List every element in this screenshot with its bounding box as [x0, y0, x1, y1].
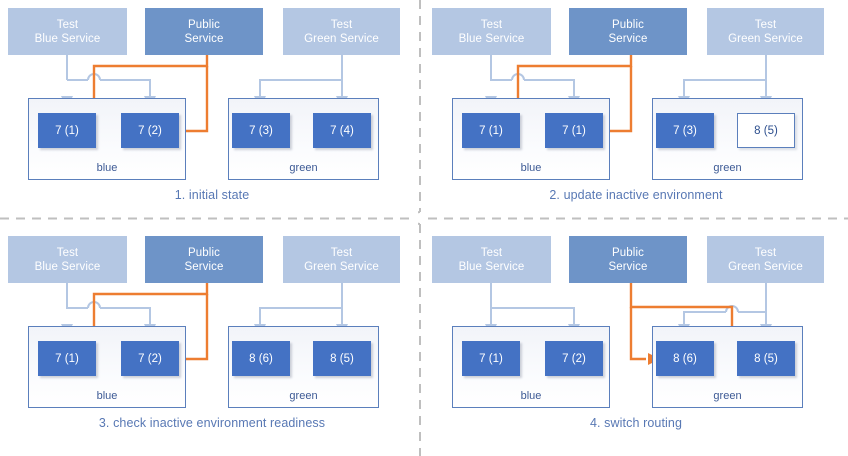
instance-blue-2[interactable]: 7 (2) — [121, 341, 179, 376]
service-test-blue[interactable]: Test Blue Service — [432, 8, 551, 55]
instance-blue-1[interactable]: 7 (1) — [38, 113, 96, 148]
service-test-green[interactable]: Test Green Service — [283, 8, 400, 55]
service-public-line1: Public — [612, 18, 644, 31]
instance-blue-1[interactable]: 7 (1) — [462, 113, 520, 148]
panel-1-initial-state: Test Blue Service Public Service Test Gr… — [0, 0, 424, 228]
service-test-green[interactable]: Test Green Service — [283, 236, 400, 283]
instance-blue-1[interactable]: 7 (1) — [38, 341, 96, 376]
service-test-blue-line1: Test — [56, 246, 79, 259]
service-public[interactable]: Public Service — [569, 8, 687, 55]
service-test-blue-line1: Test — [480, 246, 503, 259]
service-public-line1: Public — [188, 246, 220, 259]
service-test-blue[interactable]: Test Blue Service — [432, 236, 551, 283]
environment-green-label: green — [713, 162, 742, 174]
instance-blue-2[interactable]: 7 (2) — [121, 113, 179, 148]
service-test-blue-line1: Test — [480, 18, 503, 31]
vertical-divider — [418, 0, 421, 456]
instance-green-2[interactable]: 8 (5) — [737, 341, 795, 376]
instance-green-1[interactable]: 8 (6) — [232, 341, 290, 376]
instance-blue-2[interactable]: 7 (1) — [545, 113, 603, 148]
instance-green-2[interactable]: 8 (5) — [313, 341, 371, 376]
service-public[interactable]: Public Service — [569, 236, 687, 283]
service-public[interactable]: Public Service — [145, 8, 263, 55]
service-test-blue-line2: Blue Service — [34, 32, 101, 45]
environment-green-label: green — [713, 390, 742, 402]
service-test-green-line2: Green Service — [728, 32, 803, 45]
service-test-green-line1: Test — [330, 246, 353, 259]
panel-2-caption: 2. update inactive environment — [549, 188, 723, 202]
instance-green-1[interactable]: 7 (3) — [232, 113, 290, 148]
instance-blue-2[interactable]: 7 (2) — [545, 341, 603, 376]
panel-2-update-inactive-environment: Test Blue Service Public Service Test Gr… — [424, 0, 848, 228]
service-test-green[interactable]: Test Green Service — [707, 8, 824, 55]
service-test-blue-line2: Blue Service — [34, 260, 101, 273]
panel-3-check-inactive-environment-readiness: Test Blue Service Public Service Test Gr… — [0, 228, 424, 456]
service-test-blue[interactable]: Test Blue Service — [8, 236, 127, 283]
service-test-blue-line1: Test — [56, 18, 79, 31]
instance-green-2[interactable]: 8 (5) — [737, 113, 795, 148]
service-test-green-line1: Test — [330, 18, 353, 31]
environment-blue-label: blue — [96, 390, 118, 402]
service-public-line2: Service — [184, 32, 224, 45]
horizontal-divider — [0, 217, 848, 220]
instance-green-1[interactable]: 8 (6) — [656, 341, 714, 376]
service-test-green-line2: Green Service — [728, 260, 803, 273]
panel-1-caption: 1. initial state — [174, 188, 250, 202]
service-test-blue-line2: Blue Service — [458, 260, 525, 273]
panel-4-caption: 4. switch routing — [589, 416, 683, 430]
instance-green-2[interactable]: 7 (4) — [313, 113, 371, 148]
instance-green-1[interactable]: 7 (3) — [656, 113, 714, 148]
service-public-line2: Service — [608, 260, 648, 273]
service-public[interactable]: Public Service — [145, 236, 263, 283]
service-public-line1: Public — [188, 18, 220, 31]
service-public-line2: Service — [184, 260, 224, 273]
environment-green-label: green — [289, 162, 318, 174]
environment-blue-label: blue — [96, 162, 118, 174]
service-test-green-line1: Test — [754, 246, 777, 259]
panel-4-switch-routing: Test Blue Service Public Service Test Gr… — [424, 228, 848, 456]
environment-blue-label: blue — [520, 390, 542, 402]
panel-3-caption: 3. check inactive environment readiness — [98, 416, 326, 430]
service-test-green-line2: Green Service — [304, 32, 379, 45]
service-public-line2: Service — [608, 32, 648, 45]
service-test-green-line2: Green Service — [304, 260, 379, 273]
service-test-blue[interactable]: Test Blue Service — [8, 8, 127, 55]
environment-blue-label: blue — [520, 162, 542, 174]
service-test-blue-line2: Blue Service — [458, 32, 525, 45]
service-public-line1: Public — [612, 246, 644, 259]
service-test-green[interactable]: Test Green Service — [707, 236, 824, 283]
instance-blue-1[interactable]: 7 (1) — [462, 341, 520, 376]
environment-green-label: green — [289, 390, 318, 402]
service-test-green-line1: Test — [754, 18, 777, 31]
